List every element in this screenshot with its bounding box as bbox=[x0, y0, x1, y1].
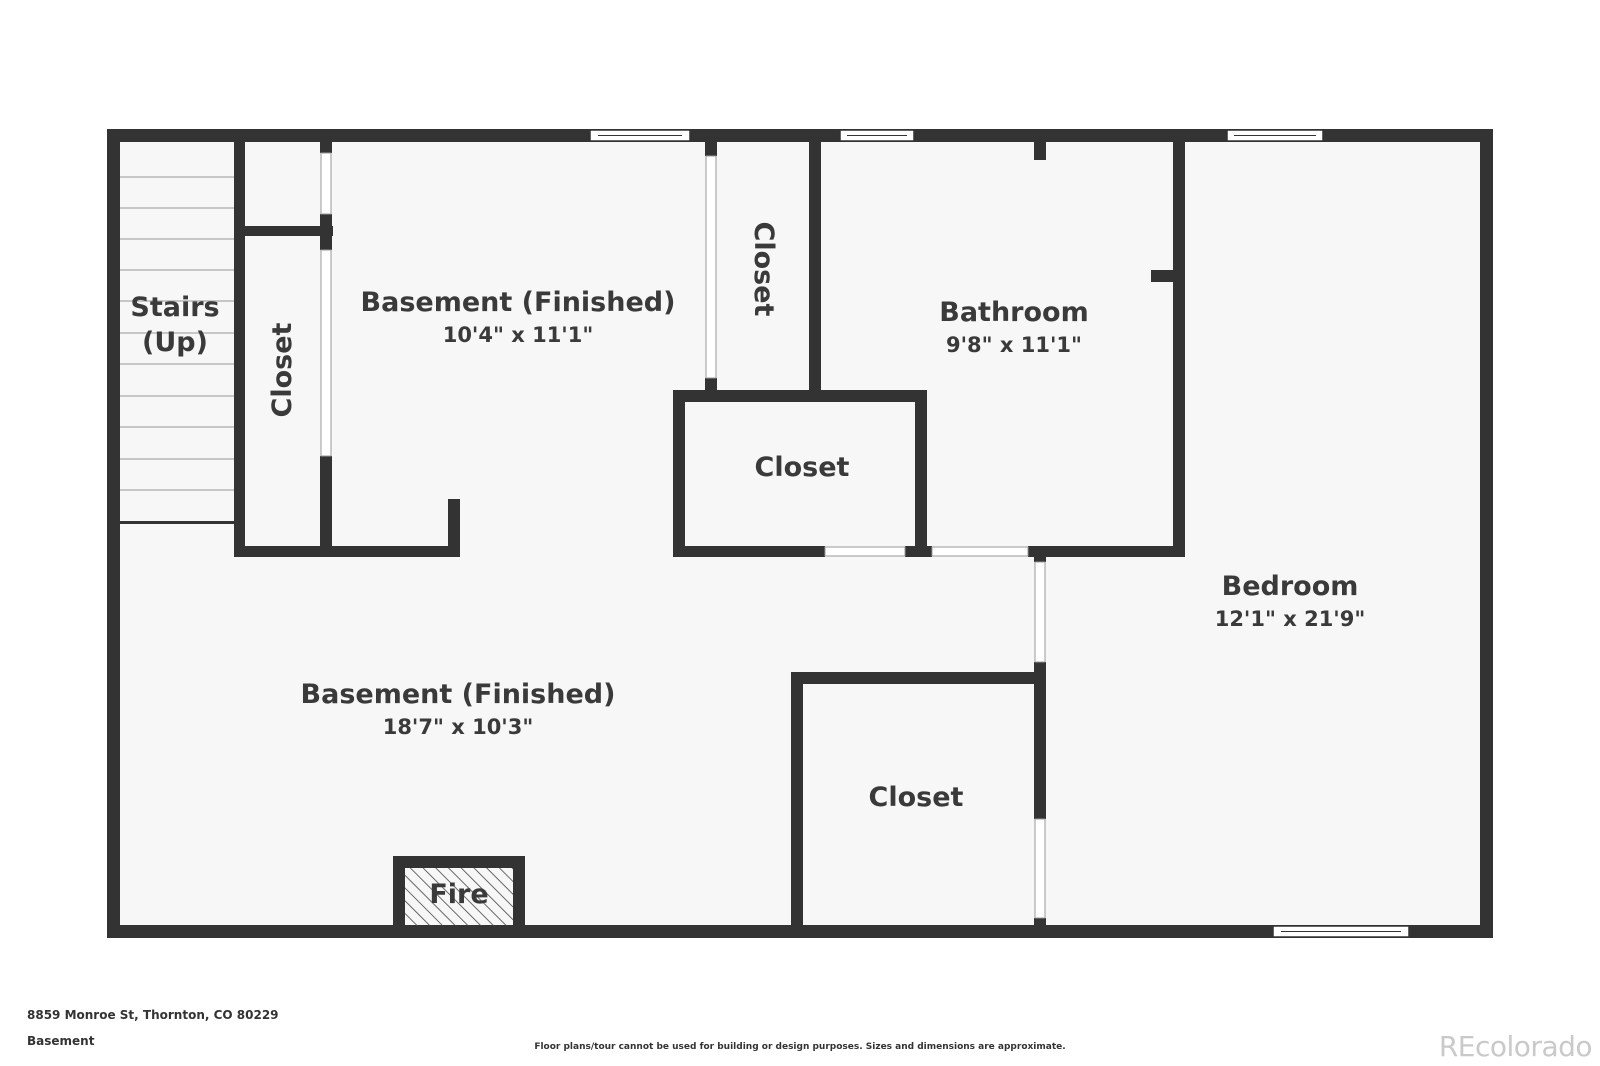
room-name-bedroom: Bedroom bbox=[1222, 571, 1359, 602]
brand-watermark: REcolorado bbox=[1438, 1030, 1593, 1063]
room-name-basement-lower: Basement (Finished) bbox=[301, 679, 616, 710]
room-name-bathroom: Bathroom bbox=[939, 297, 1088, 328]
room-labels: Stairs (Up) Closet Basement (Finished) 1… bbox=[130, 222, 1365, 910]
room-name-closet-top: Closet bbox=[748, 222, 779, 317]
room-name-basement-upper: Basement (Finished) bbox=[361, 287, 676, 318]
disclaimer-text: Floor plans/tour cannot be used for buil… bbox=[534, 1042, 1066, 1052]
room-name-stairs-line1: Stairs bbox=[130, 292, 219, 323]
room-dims-bedroom: 12'1" x 21'9" bbox=[1215, 607, 1366, 631]
room-dims-bathroom: 9'8" x 11'1" bbox=[946, 333, 1082, 357]
room-dims-basement-upper: 10'4" x 11'1" bbox=[443, 323, 594, 347]
room-dims-basement-lower: 18'7" x 10'3" bbox=[383, 715, 534, 739]
windows bbox=[589, 129, 1410, 938]
stairs-treads bbox=[120, 176, 234, 491]
outer-walls bbox=[107, 129, 1493, 938]
interior-walls bbox=[234, 140, 1185, 932]
property-address: 8859 Monroe St, Thornton, CO 80229 bbox=[27, 1008, 279, 1022]
door-openings bbox=[320, 152, 1046, 919]
stairs-bottom-line bbox=[120, 521, 235, 524]
room-name-closet-bottom: Closet bbox=[869, 782, 964, 813]
room-name-closet-left: Closet bbox=[267, 322, 298, 417]
room-name-closet-center: Closet bbox=[755, 452, 850, 483]
room-name-stairs-line2: (Up) bbox=[142, 327, 208, 358]
room-name-fireplace: Fire bbox=[429, 879, 488, 910]
fireplace-hatch bbox=[405, 868, 513, 926]
floor-level-label: Basement bbox=[27, 1034, 95, 1048]
